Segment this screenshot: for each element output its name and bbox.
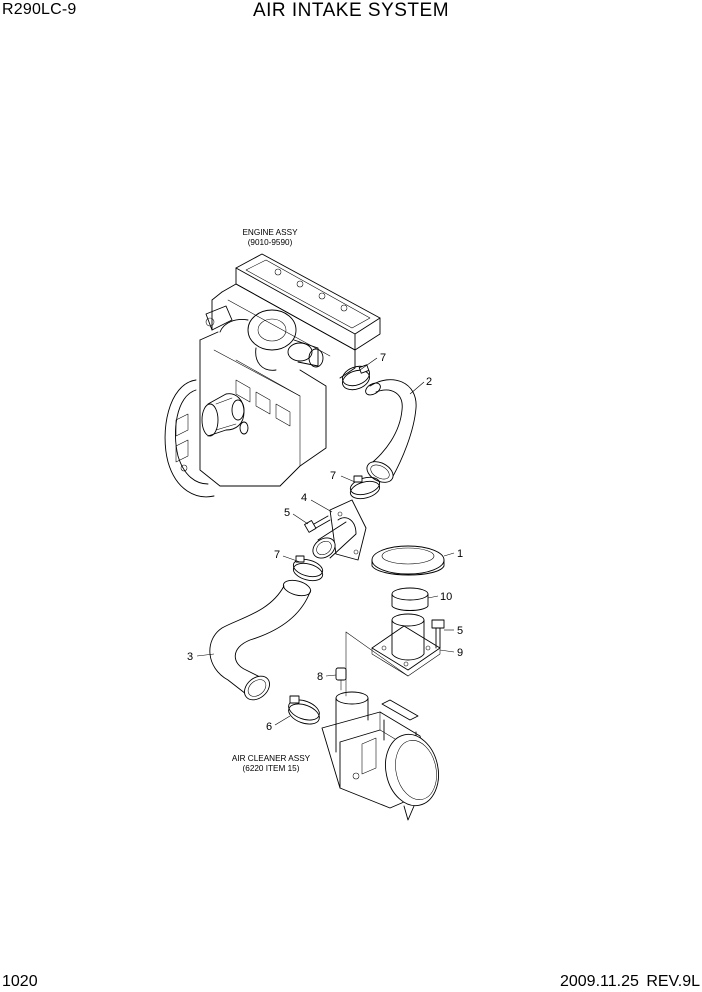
callout-7-lower: 7 [274,549,280,561]
rain-cap-1 [371,545,445,576]
hose-clamp-middle [349,475,381,500]
callout-leaders [196,357,455,726]
engine-assembly-drawing [164,253,381,498]
air-cleaner-assy-label: AIR CLEANER ASSY [232,754,311,763]
callout-5-right: 5 [457,625,463,637]
callout-3: 3 [187,651,193,663]
callout-8: 8 [317,671,323,683]
model-code: R290LC-9 [2,1,77,18]
page-number: 1020 [2,973,38,990]
air-cleaner-assy-ref: (6220 ITEM 15) [243,764,300,773]
page-title: AIR INTAKE SYSTEM [252,0,450,21]
engine-assy-label: ENGINE ASSY [242,228,298,237]
bracket-pipe-4 [312,499,367,561]
callout-7-upper: 7 [380,352,386,364]
callout-4: 4 [301,492,307,504]
callout-10: 10 [440,591,452,603]
bolt-left [304,515,331,533]
callout-6: 6 [266,721,272,733]
callout-5-left: 5 [284,507,290,519]
revision-date: 2009.11.25 REV.9L [559,973,700,990]
hose-clamp-upper [342,364,370,391]
long-hose-3 [209,579,312,701]
callout-1: 1 [457,548,463,560]
bolt-right [431,619,445,649]
callout-2: 2 [426,376,432,388]
flange-pipe-9 [371,613,441,677]
elbow-hose-2 [365,379,417,483]
fitting-8 [335,667,347,691]
sleeve-10 [391,587,429,611]
hose-clamp-lower [292,555,324,582]
air-cleaner-assembly-drawing [321,691,439,821]
callout-9: 9 [457,647,463,659]
callout-7-middle: 7 [330,470,336,482]
engine-assy-ref: (9010-9590) [248,238,293,247]
hose-clamp-6 [288,695,320,725]
